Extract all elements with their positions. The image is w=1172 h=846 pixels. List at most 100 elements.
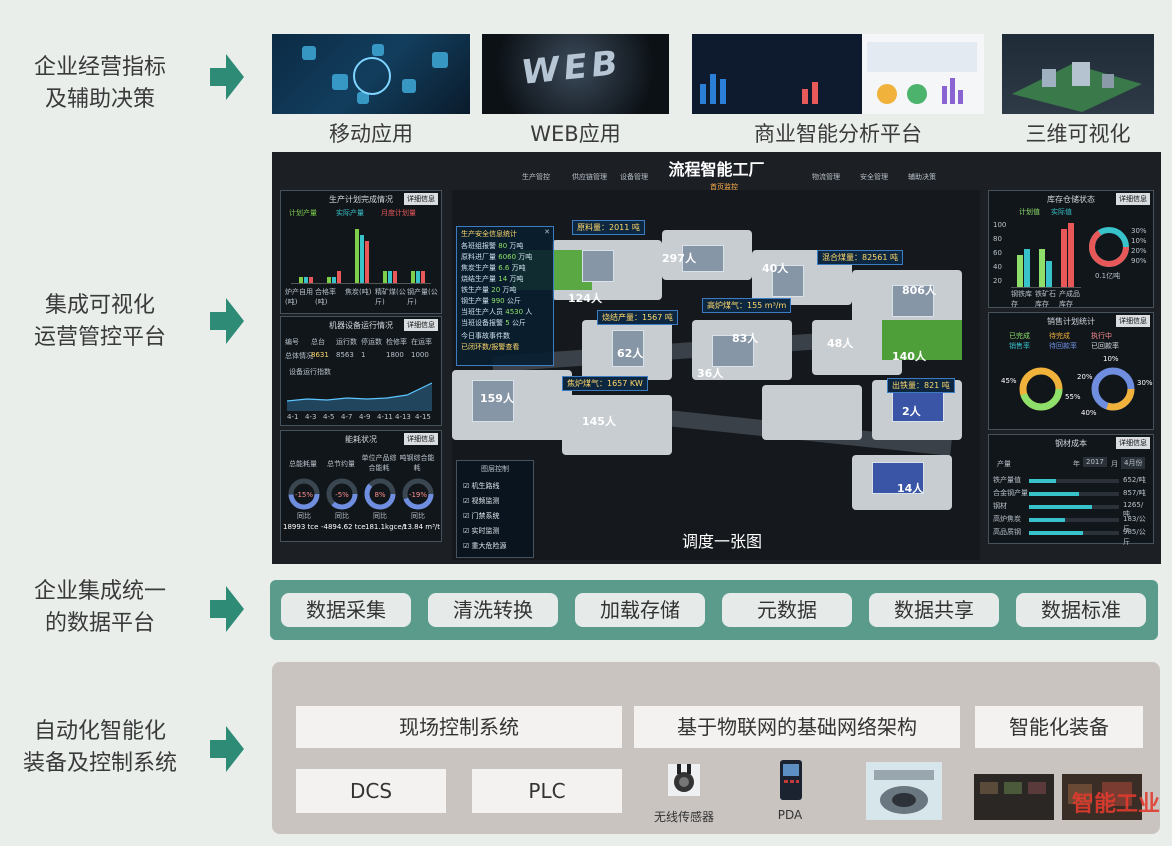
layer-item[interactable]: ☑ 机生路线	[463, 479, 507, 494]
trend-chart	[287, 382, 433, 411]
dcs-box: DCS	[296, 769, 446, 813]
layer-item[interactable]: ☑ 视频监测	[463, 494, 507, 509]
details-button[interactable]: 详细信息	[1116, 315, 1150, 327]
details-button[interactable]: 详细信息	[1116, 437, 1150, 449]
person-count[interactable]: 124人	[568, 292, 602, 305]
metric-tag[interactable]: 烧结产量：1567 吨	[597, 310, 678, 325]
sales-panel: 销售计划统计 详细信息 已完成 待完成 执行中 销售率 待回款率 已回款率 45…	[988, 312, 1154, 430]
person-count[interactable]: 140人	[892, 350, 926, 363]
person-count[interactable]: 36人	[697, 367, 724, 380]
panel-title: 库存仓储状态	[1047, 195, 1095, 204]
details-button[interactable]: 详细信息	[1116, 193, 1150, 205]
checkbox-icon[interactable]: ☑	[463, 497, 470, 505]
details-button[interactable]: 详细信息	[404, 433, 438, 445]
row-value: 6.6	[498, 264, 510, 272]
metric-tag[interactable]: 混合煤量：82561 吨	[817, 250, 903, 265]
person-count[interactable]: 297人	[662, 252, 696, 265]
layer-item[interactable]: ☑ 重大危险源	[463, 539, 507, 554]
bi-charts-illustration	[700, 42, 977, 104]
checkbox-icon[interactable]: ☑	[463, 542, 470, 550]
3d-city-illustration	[1012, 62, 1142, 112]
person-count[interactable]: 159人	[480, 392, 514, 405]
bar	[360, 235, 364, 283]
smart-factory-dashboard: 流程智能工厂 生产管控 供应链管理 设备管理 首页监控 物流管理 安全管理 辅助…	[272, 152, 1161, 564]
metric-tag[interactable]: 出铁量：821 吨	[887, 378, 955, 393]
safety-info-popup[interactable]: 生产安全信息统计 ✕ 各班组报警 80 万吨 原料进厂量 6060 万吨 焦炭生…	[456, 226, 554, 366]
close-icon[interactable]: ✕	[544, 228, 550, 236]
month-select[interactable]: 4月份	[1121, 457, 1146, 469]
popup-foot[interactable]: 已闭环数/报警查看	[461, 343, 520, 351]
ring-label: 20%	[1131, 247, 1147, 255]
gauge-name: 吨钢综合能耗	[399, 454, 435, 472]
x-tick: 4-13	[395, 413, 411, 421]
right-arrow-icon	[210, 726, 244, 772]
row-label-data-platform: 企业集成统一 的数据平台	[0, 576, 200, 640]
donut-label: 55%	[1065, 393, 1081, 401]
person-count[interactable]: 40人	[762, 262, 789, 275]
donut-label: 10%	[1103, 355, 1119, 363]
row-value: 5	[505, 319, 510, 327]
bar	[1061, 229, 1067, 287]
inventory-panel: 库存仓储状态 详细信息 计划值 实际值 100 80 60 40 20 钢铁库存…	[988, 190, 1154, 308]
details-button[interactable]: 详细信息	[404, 193, 438, 205]
popup-row: 烧结生产量 14 万吨	[461, 274, 551, 285]
y-tick: 20	[993, 277, 1002, 285]
gauge-sub: 同比	[373, 512, 387, 520]
gauge-name: 总能耗量	[289, 460, 317, 468]
ring-label: 30%	[1131, 227, 1147, 235]
progress-fill	[1029, 518, 1065, 522]
inventory-bars	[1011, 223, 1081, 288]
nav-equipment[interactable]: 设备管理	[620, 173, 648, 181]
row-label-visual-platform: 集成可视化 运营管控平台	[0, 290, 200, 354]
person-count[interactable]: 62人	[617, 347, 644, 360]
factory-map[interactable]: 原料量：2011 吨 高炉煤气：155 m³/m 烧结产量：1567 吨 焦炉煤…	[452, 190, 980, 560]
person-count[interactable]: 806人	[902, 284, 936, 297]
metric-tag[interactable]: 原料量：2011 吨	[572, 220, 645, 235]
metadata-box: 元数据	[722, 593, 852, 627]
table-cell: 1800	[386, 351, 404, 359]
nav-logistics[interactable]: 物流管理	[812, 173, 840, 181]
person-count[interactable]: 145人	[582, 415, 616, 428]
checkbox-icon[interactable]: ☑	[463, 482, 470, 490]
legend-item: 已完成	[1009, 332, 1030, 340]
building	[582, 250, 614, 282]
table-cell: 1	[361, 351, 366, 359]
popup-row: 当班生产人员 4530 人	[461, 307, 551, 318]
building	[682, 245, 724, 272]
row-unit: 人	[525, 308, 533, 316]
ring-note: 0.1亿吨	[1095, 272, 1121, 280]
inventory-ring	[1089, 227, 1129, 267]
metric-tag[interactable]: 高炉煤气：155 m³/m	[702, 298, 792, 313]
layer-label: 门禁系统	[471, 512, 500, 520]
row-unit: 万吨	[518, 253, 533, 261]
nav-production[interactable]: 生产管控	[522, 173, 550, 181]
checkbox-icon[interactable]: ☑	[463, 527, 470, 535]
layer-label: 视频监测	[471, 497, 500, 505]
gauge-ring	[288, 478, 320, 510]
checkbox-icon[interactable]: ☑	[463, 512, 470, 520]
bar	[304, 277, 308, 283]
donut-label: 30%	[1137, 379, 1153, 387]
wireless-sensor-label: 无线传感器	[653, 810, 714, 824]
person-count[interactable]: 83人	[732, 332, 759, 345]
nav-home[interactable]: 首页监控	[710, 183, 738, 191]
gauge-pct: 8%	[374, 491, 386, 499]
panel-title: 能耗状况	[345, 435, 377, 444]
gauge-sub: 同比	[297, 512, 311, 520]
nav-supply-chain[interactable]: 供应链管理	[572, 173, 607, 181]
details-button[interactable]: 详细信息	[404, 319, 438, 331]
person-count[interactable]: 2人	[902, 405, 921, 418]
row-label: 原料进厂量	[461, 253, 496, 261]
row-label: 合金钢产量	[993, 489, 1028, 497]
bar	[309, 277, 313, 283]
person-count[interactable]: 14人	[897, 482, 924, 495]
gauge-ring	[364, 478, 396, 510]
year-select[interactable]: 2017	[1083, 457, 1107, 467]
layer-item[interactable]: ☑ 实时监测	[463, 524, 507, 539]
metric-tag[interactable]: 焦炉煤气：1657 KW	[562, 376, 648, 391]
nav-safety[interactable]: 安全管理	[860, 173, 888, 181]
mobile-app-thumbnail	[272, 34, 470, 114]
nav-decision[interactable]: 辅助决策	[908, 173, 936, 181]
person-count[interactable]: 48人	[827, 337, 854, 350]
layer-item[interactable]: ☑ 门禁系统	[463, 509, 507, 524]
